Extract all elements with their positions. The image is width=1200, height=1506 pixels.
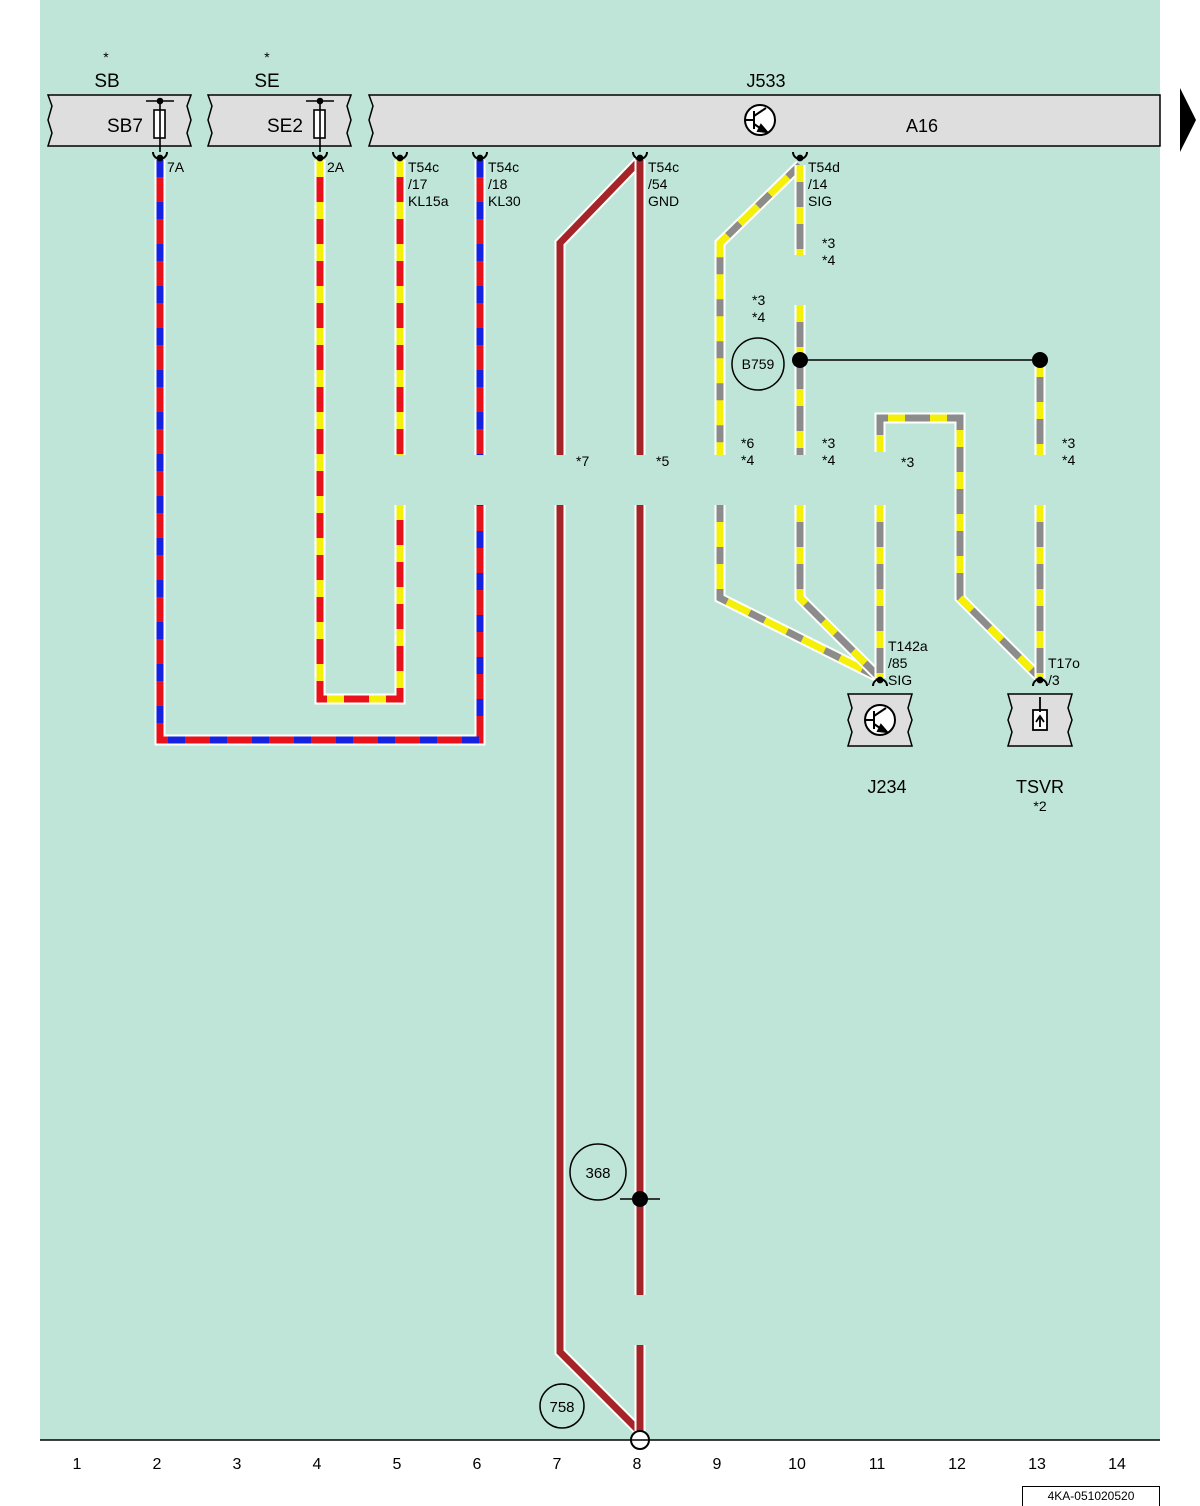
document-id: 4KA-051020520 xyxy=(1022,1486,1160,1506)
module-j234-label: J234 xyxy=(867,777,906,797)
svg-text:*4: *4 xyxy=(1062,452,1075,468)
control-unit-location: A16 xyxy=(906,116,938,136)
column-number: 5 xyxy=(393,1456,402,1473)
column-numbers: 1 2 3 4 5 6 7 8 9 10 11 12 13 14 xyxy=(73,1456,1126,1473)
column-number: 7 xyxy=(553,1456,562,1473)
svg-text:758: 758 xyxy=(549,1399,574,1416)
sb-fuse-rating: 7A xyxy=(167,159,185,175)
svg-text:*3: *3 xyxy=(822,435,835,451)
column-number: 6 xyxy=(473,1456,482,1473)
splice-368 xyxy=(620,1191,660,1207)
b759-node-right xyxy=(1032,352,1048,368)
svg-text:/85: /85 xyxy=(888,655,908,671)
pin-label-t54d-14: T54d /14 SIG xyxy=(808,159,840,209)
column-number: 1 xyxy=(73,1456,82,1473)
footnotes: *7 *5 *3 *4 *3 *4 *6 *4 *3 *4 *3 *3 *4 xyxy=(576,235,1075,470)
se-fuse-label: SE2 xyxy=(267,116,303,137)
pin-connectors xyxy=(152,151,1048,687)
transistor-icon xyxy=(864,704,896,736)
svg-text:*4: *4 xyxy=(822,252,835,268)
connection-b759: B759 xyxy=(731,337,785,391)
column-number: 14 xyxy=(1108,1456,1126,1473)
wire-red-blue-kl30 xyxy=(154,160,486,746)
pin-label-t54c-54: T54c /54 GND xyxy=(648,159,679,209)
column-number: 12 xyxy=(948,1456,966,1473)
wire-brown-ground xyxy=(554,156,646,1436)
module-j234-box xyxy=(847,693,913,747)
column-number: 13 xyxy=(1028,1456,1046,1473)
se-ref-label: SE xyxy=(254,71,279,92)
connection-758: 758 xyxy=(539,1383,585,1429)
svg-text:*5: *5 xyxy=(656,453,669,469)
svg-text:/3: /3 xyxy=(1048,672,1060,688)
svg-text:*4: *4 xyxy=(741,452,754,468)
svg-text:GND: GND xyxy=(648,193,679,209)
svg-text:T54d: T54d xyxy=(808,159,840,175)
svg-text:T17o: T17o xyxy=(1048,655,1080,671)
pin-label-t142a-85: T142a /85 SIG xyxy=(888,638,928,688)
svg-text:*4: *4 xyxy=(822,452,835,468)
pin-label-t54c-17: T54c /17 KL15a xyxy=(408,159,449,209)
column-number: 9 xyxy=(713,1456,722,1473)
sb-ref-label: SB xyxy=(94,71,119,92)
column-number: 11 xyxy=(869,1456,886,1473)
column-number: 8 xyxy=(633,1456,642,1473)
svg-text:T142a: T142a xyxy=(888,638,928,654)
tsvr-note: *2 xyxy=(1033,798,1046,814)
sensor-icon xyxy=(1032,697,1048,731)
control-unit-label: J533 xyxy=(746,71,785,91)
column-number: 10 xyxy=(788,1456,806,1473)
column-number: 2 xyxy=(153,1456,162,1473)
column-number: 4 xyxy=(313,1456,322,1473)
se-fuse-rating: 2A xyxy=(327,159,345,175)
fuse-se2-symbol xyxy=(306,97,334,152)
tsvr-label: TSVR xyxy=(1016,777,1064,797)
svg-text:B759: B759 xyxy=(742,356,775,372)
column-number: 3 xyxy=(233,1456,242,1473)
svg-text:/17: /17 xyxy=(408,176,428,192)
svg-text:*3: *3 xyxy=(901,454,914,470)
svg-text:KL15a: KL15a xyxy=(408,193,449,209)
diagram-background xyxy=(40,0,1160,1440)
svg-text:*6: *6 xyxy=(741,435,754,451)
connection-368: 368 xyxy=(569,1143,627,1201)
svg-text:SIG: SIG xyxy=(888,672,912,688)
svg-text:368: 368 xyxy=(585,1165,610,1182)
continuation-arrow xyxy=(1180,88,1196,152)
transistor-icon xyxy=(744,104,776,136)
svg-text:/54: /54 xyxy=(648,176,668,192)
tsvr-box xyxy=(1007,693,1073,747)
sb-fuse-label: SB7 xyxy=(107,116,143,137)
svg-text:T54c: T54c xyxy=(488,159,519,175)
pin-label-t17o-3: T17o /3 xyxy=(1048,655,1080,688)
b759-node xyxy=(792,352,808,368)
svg-text:/18: /18 xyxy=(488,176,508,192)
svg-text:*3: *3 xyxy=(752,292,765,308)
fuse-sb7-symbol xyxy=(146,97,174,152)
svg-text:KL30: KL30 xyxy=(488,193,521,209)
svg-text:T54c: T54c xyxy=(408,159,439,175)
svg-text:/14: /14 xyxy=(808,176,828,192)
se-ref-note: * xyxy=(264,49,270,65)
svg-text:*4: *4 xyxy=(752,309,765,325)
wire-gray-yellow-signal xyxy=(714,161,1046,683)
svg-text:*3: *3 xyxy=(1062,435,1075,451)
wire-red-yellow-kl15a xyxy=(314,160,406,705)
svg-text:SIG: SIG xyxy=(808,193,832,209)
svg-text:*7: *7 xyxy=(576,453,589,469)
sb-ref-note: * xyxy=(103,49,109,65)
svg-text:*3: *3 xyxy=(822,235,835,251)
pin-label-t54c-18: T54c /18 KL30 xyxy=(488,159,521,209)
svg-text:T54c: T54c xyxy=(648,159,679,175)
